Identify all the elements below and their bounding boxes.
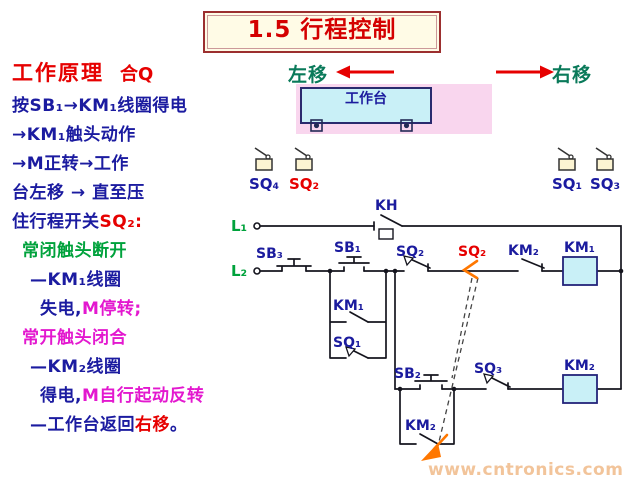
limit-switch-sq3: SQ₃ <box>585 145 625 193</box>
km2-interlock-contact <box>521 258 545 272</box>
sq2-nc-label: SQ₂ <box>396 244 424 260</box>
text-line: →KM₁触头动作 <box>12 121 244 150</box>
sq3-label: SQ₃ <box>474 361 502 377</box>
text-run: 右移 <box>135 415 170 435</box>
text-run: 失电, <box>40 299 82 319</box>
limit-switch-icon <box>254 147 273 171</box>
limit-switch-icon <box>294 147 313 171</box>
text-line: 常开触头闭合 <box>12 324 244 353</box>
junction-dot <box>397 386 403 392</box>
junction-dot <box>327 268 333 274</box>
sq1-label: SQ₁ <box>333 335 361 351</box>
sb3-label: SB₃ <box>256 246 283 262</box>
wheel-icon <box>400 119 413 132</box>
text-run: 常闭触头断开 <box>22 241 127 261</box>
text-run: M停转; <box>81 299 142 319</box>
text-run: 。 <box>170 415 188 435</box>
junction-dot <box>392 268 398 274</box>
limit-switch-icon <box>595 147 614 171</box>
text-run: —KM₁线圈 <box>30 270 122 290</box>
km1-aux-contact <box>349 311 369 323</box>
sq2-mechanical-link-dashed <box>437 277 479 447</box>
sb2-label: SB₂ <box>394 366 421 382</box>
text-line: →M正转→工作 <box>12 150 244 179</box>
text-run: 台左移 → 直至压 <box>12 183 145 203</box>
text-run: —KM₂线圈 <box>30 357 122 377</box>
text-line: 常闭触头断开 <box>12 237 244 266</box>
km1-coil-label: KM₁ <box>564 240 595 256</box>
km1-aux-label: KM₁ <box>333 298 364 314</box>
sq2-motion-arrow <box>421 443 441 461</box>
limit-switch-label: SQ₁ <box>551 175 583 193</box>
km2-aux-loop-wire <box>399 388 455 445</box>
l1-terminal <box>253 222 261 230</box>
principle-heading-note: 合Q <box>120 64 154 85</box>
limit-switch-sq1: SQ₁ <box>547 145 587 193</box>
km2-coil <box>562 374 598 404</box>
limit-switch-sq4: SQ₄ <box>244 145 284 193</box>
text-run: →KM₁触头动作 <box>12 125 136 145</box>
l1-rail-wire <box>259 225 622 390</box>
junction-dot <box>383 268 389 274</box>
sq1-wedge <box>345 346 357 358</box>
km1-coil <box>562 256 598 286</box>
junction-dot <box>451 386 457 392</box>
page-title: 1.5 行程控制 <box>203 11 441 53</box>
left-arrow-icon <box>336 65 394 79</box>
wheel-icon <box>310 119 323 132</box>
move-right-label: 右移 <box>552 64 593 86</box>
sb3-button <box>276 258 312 272</box>
limit-switch-icon <box>557 147 576 171</box>
text-run: 得电, <box>40 386 82 406</box>
text-line: —KM₁线圈 <box>12 266 244 295</box>
limit-switch-label: SQ₄ <box>248 175 280 193</box>
text-line: 住行程开关SQ₂: <box>12 208 244 237</box>
sq2-no-label: SQ₂ <box>458 244 486 260</box>
move-left-label: 左移 <box>288 64 329 86</box>
sb1-button <box>338 256 370 272</box>
text-run: 住行程开关 <box>12 212 100 232</box>
worktable-track-area: 工作台 <box>296 84 492 134</box>
km2-aux-contact <box>419 433 439 445</box>
sb1-label: SB₁ <box>334 240 361 256</box>
text-run: →M正转→工作 <box>12 154 129 174</box>
limit-switch-label: SQ₃ <box>589 175 621 193</box>
junction-dot <box>618 268 624 274</box>
working-principle-panel: 工作原理合Q 按SB₁→KM₁线圈得电 →KM₁触头动作 →M正转→工作 台左移… <box>12 56 244 440</box>
principle-heading-row: 工作原理合Q <box>12 56 244 92</box>
sq3-wedge <box>483 373 495 385</box>
worktable: 工作台 <box>300 87 432 124</box>
text-line: 按SB₁→KM₁线圈得电 <box>12 92 244 121</box>
km2-interlock-label: KM₂ <box>508 243 539 259</box>
text-line: —工作台返回右移。 <box>12 411 244 440</box>
l2-label: L₂ <box>231 262 247 280</box>
principle-heading: 工作原理 <box>12 61 104 85</box>
text-run: 常开触头闭合 <box>22 328 127 348</box>
start-parallel-loop-wire <box>329 270 387 359</box>
km2-coil-label: KM₂ <box>564 358 595 374</box>
text-run: 按SB₁→KM₁线圈得电 <box>12 96 188 116</box>
limit-switch-sq2: SQ₂ <box>284 145 324 193</box>
sb2-button <box>414 374 448 390</box>
reverse-branch-wire <box>394 270 622 390</box>
watermark: www.cntronics.com <box>428 460 624 480</box>
text-line: 失电,M停转; <box>12 295 244 324</box>
kh-contact <box>373 214 403 231</box>
text-line: 得电,M自行起动反转 <box>12 382 244 411</box>
l1-label: L₁ <box>231 217 247 235</box>
sq2-actuator-chevron <box>461 259 479 280</box>
kh-label: KH <box>375 198 398 214</box>
l2-terminal <box>253 267 261 275</box>
text-run: SQ₂: <box>99 212 143 232</box>
text-run: M自行起动反转 <box>81 386 205 406</box>
text-line: 台左移 → 直至压 <box>12 179 244 208</box>
km2-aux-label: KM₂ <box>405 418 436 434</box>
text-run: —工作台返回 <box>30 415 135 435</box>
kh-thermal-element <box>378 228 394 240</box>
limit-switch-label: SQ₂ <box>288 175 320 193</box>
text-line: —KM₂线圈 <box>12 353 244 382</box>
right-arrow-icon <box>496 65 554 79</box>
sq2-wedge <box>403 255 415 267</box>
